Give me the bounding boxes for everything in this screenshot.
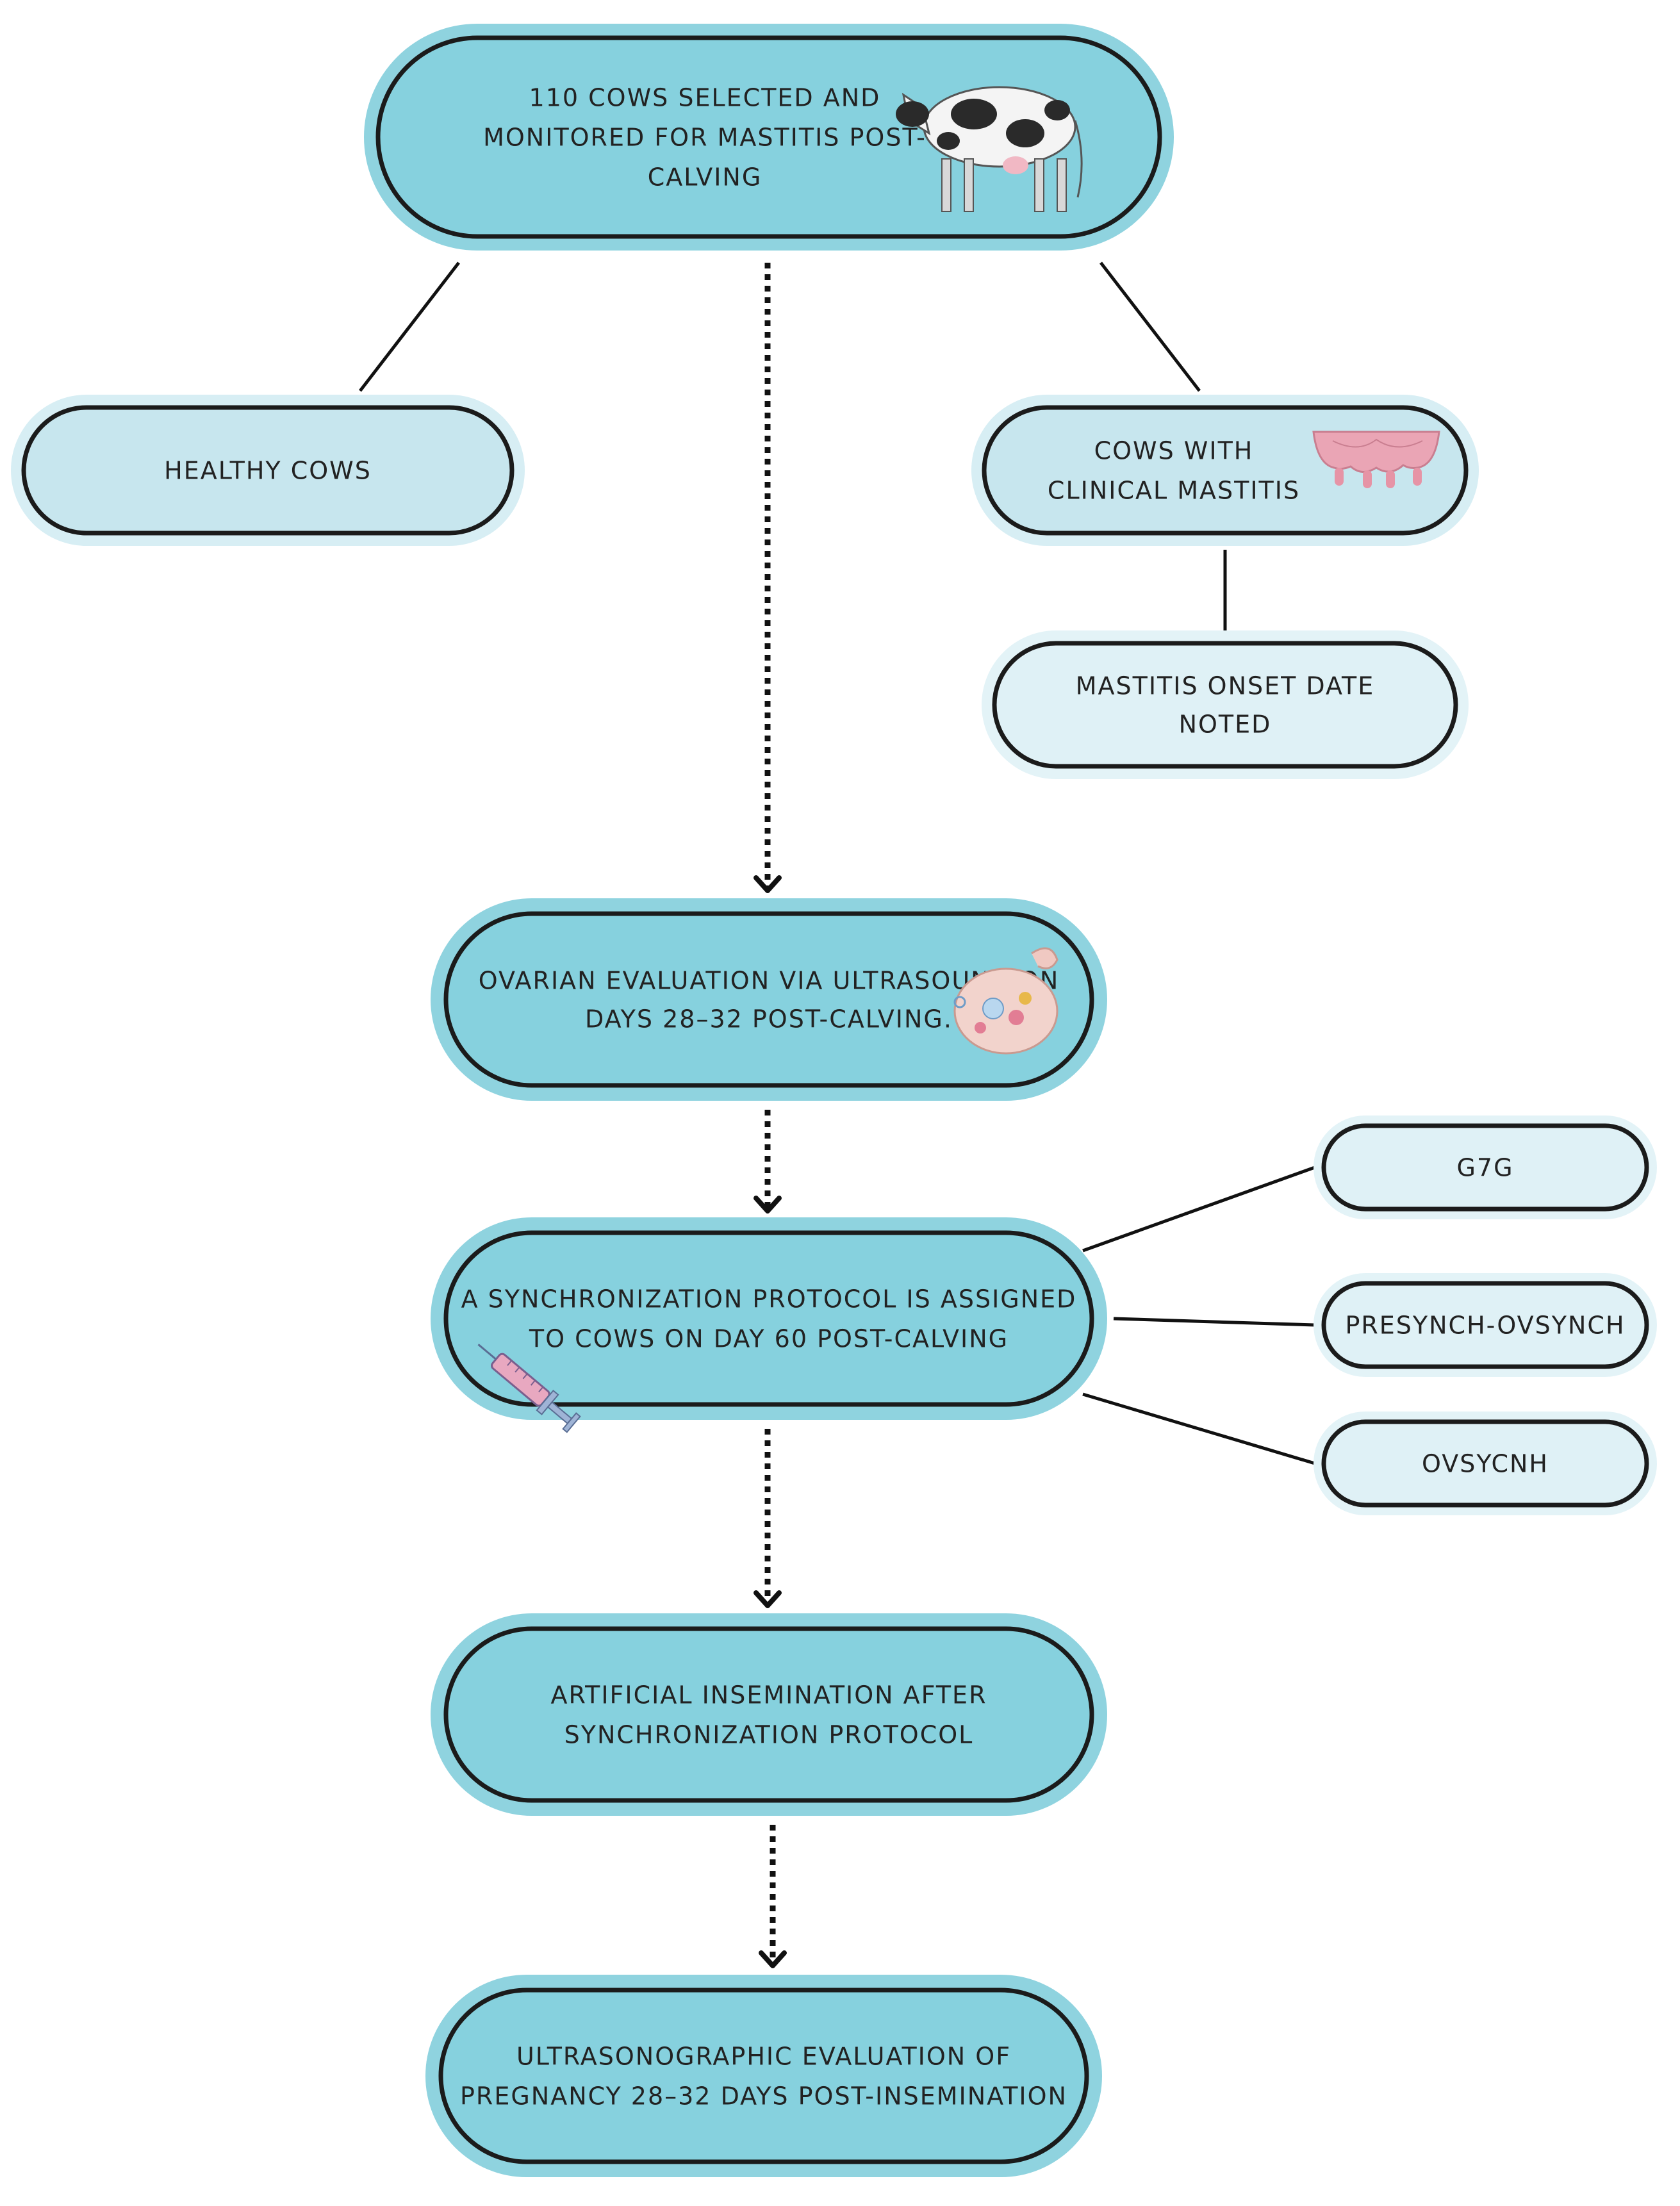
mastitis-node: COWS WITH CLINICAL MASTITIS (971, 395, 1479, 546)
onset-line-2: NOTED (1179, 711, 1272, 739)
flow-selection-ovarian-arrowhead (754, 875, 782, 893)
healthy-node: HEALTHY COWS (11, 395, 525, 546)
ovarian-node: OVARIAN EVALUATION VIA ULTRASOUND ONDAYS… (431, 898, 1107, 1101)
flow-selection-ovarian (754, 263, 782, 893)
flow-ovarian-sync (754, 1110, 782, 1214)
pregnancy-line-2: PREGNANCY 28–32 DAYS POST-INSEMINATION (460, 2082, 1067, 2111)
udder-icon (1312, 431, 1440, 488)
flow-insemination-pregnancy-arrowhead (759, 1950, 787, 1968)
pregnancy-line-1: ULTRASONOGRAPHIC EVALUATION OF (516, 2043, 1011, 2071)
pregnancy-node: ULTRASONOGRAPHIC EVALUATION OF PREGNANCY … (425, 1975, 1102, 2177)
edge-sync-g7g (1082, 1165, 1315, 1253)
flow-sync-insemination (754, 1429, 782, 1608)
presynch-box (1321, 1281, 1649, 1369)
pregnancy-box (438, 1988, 1089, 2164)
ovary-icon (953, 947, 1058, 1055)
selection-line-3: CALVING (648, 163, 762, 192)
healthy-line-1: HEALTHY COWS (164, 457, 372, 485)
insemination-line-2: SYNCHRONIZATION PROTOCOL (564, 1721, 974, 1749)
sync-node: A SYNCHRONIZATION PROTOCOL IS ASSIGNED TO… (431, 1217, 1107, 1420)
flow-ovarian-sync-arrowhead (754, 1196, 782, 1214)
ovsycnh-node: OVSYCNH (1314, 1412, 1657, 1515)
syringe-icon (477, 1344, 581, 1433)
mastitis-line-2: CLINICAL MASTITIS (1048, 477, 1300, 505)
onset-line-1: MASTITIS ONSET DATE (1076, 672, 1375, 700)
selection-line-2: MONITORED FOR MASTITIS POST- (483, 124, 926, 152)
insemination-box (443, 1626, 1094, 1803)
g7g-node: G7G (1314, 1115, 1657, 1219)
ovarian-box (443, 911, 1094, 1088)
presynch-node: PRESYNCH-OVSYNCH (1314, 1273, 1657, 1377)
selection-line-1: 110 COWS SELECTED AND (529, 84, 881, 112)
edge-sync-ovsycnh (1082, 1392, 1315, 1465)
nodes: 110 COWS SELECTED AND MONITORED FOR MASTI… (11, 24, 1657, 2177)
insemination-line-1: ARTIFICIAL INSEMINATION AFTER (551, 1681, 987, 1709)
onset-node: MASTITIS ONSET DATE NOTED (982, 630, 1469, 779)
ovsycnh-line-1: OVSYCNH (1422, 1450, 1549, 1478)
mastitis-line-1: COWS WITH (1094, 437, 1254, 465)
flow-sync-insemination-arrowhead (754, 1590, 782, 1608)
sync-box (443, 1230, 1094, 1407)
flow-insemination-pregnancy (759, 1825, 787, 1968)
ovarian-line-2: DAYS 28–32 POST-CALVING. (585, 1005, 953, 1033)
g7g-line-1: G7G (1456, 1154, 1513, 1182)
connectors (359, 261, 1315, 1968)
g7g-box (1321, 1123, 1649, 1212)
cow-icon (896, 86, 1083, 212)
healthy-box (21, 405, 515, 536)
edge-selection-healthy (359, 261, 460, 392)
insemination-node: ARTIFICIAL INSEMINATION AFTER SYNCHRONIZA… (431, 1613, 1107, 1816)
edge-sync-presynch (1113, 1317, 1315, 1327)
edge-selection-mastitis (1099, 261, 1201, 392)
sync-line-1: A SYNCHRONIZATION PROTOCOL IS ASSIGNED (461, 1285, 1077, 1313)
onset-box (992, 641, 1458, 769)
sync-line-2: TO COWS ON DAY 60 POST-CALVING (529, 1325, 1009, 1353)
presynch-line-1: PRESYNCH-OVSYNCH (1345, 1312, 1625, 1340)
ovsycnh-box (1321, 1419, 1649, 1508)
